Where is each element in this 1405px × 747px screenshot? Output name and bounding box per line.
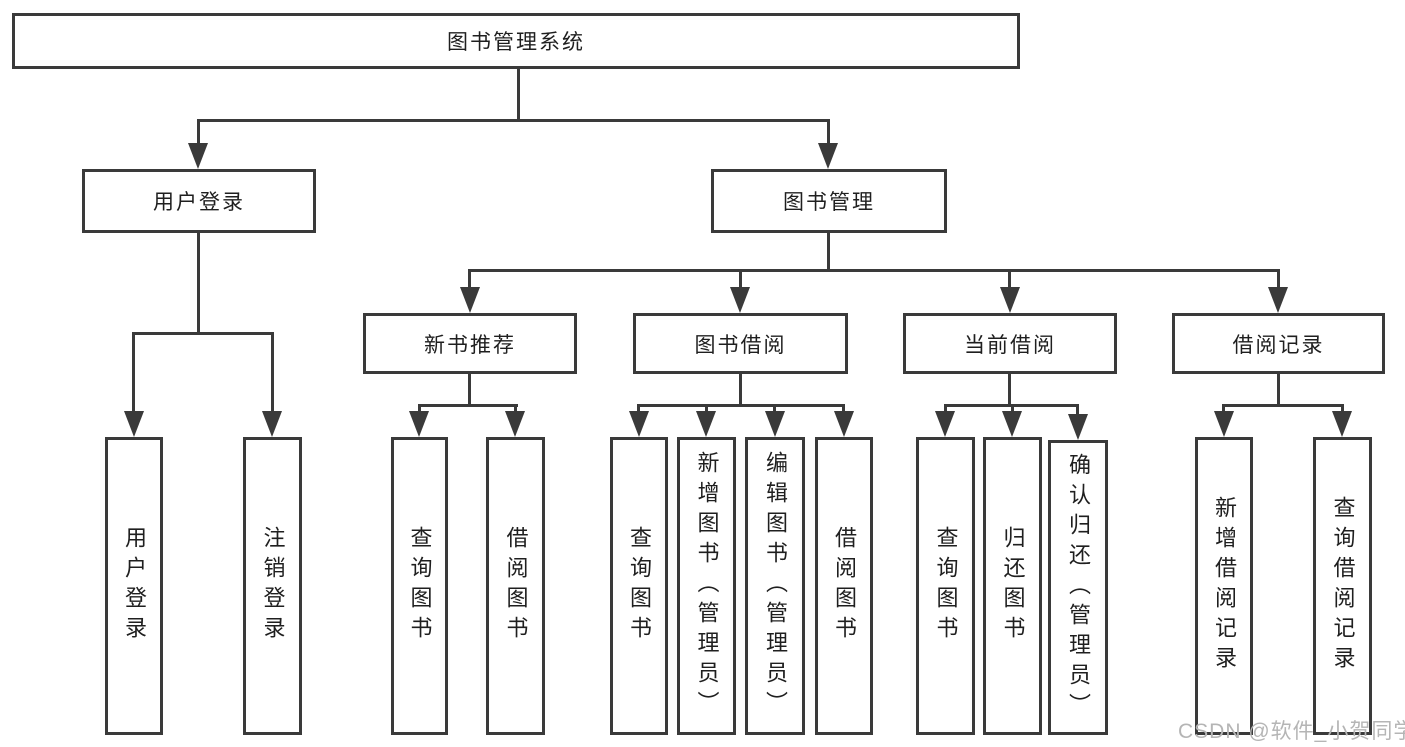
connector-line [739, 269, 742, 289]
node-label: 借阅图书 [503, 526, 529, 646]
leaf-confirm-return-admin: 确认归还（管理员） [1048, 440, 1108, 735]
node-label: 借阅记录 [1232, 333, 1325, 357]
connector-line [739, 373, 742, 407]
node-new-book-recommend: 新书推荐 [363, 313, 577, 374]
leaf-user-login: 用户登录 [105, 437, 163, 735]
connector-line [418, 404, 518, 407]
node-label: 查询图书 [407, 526, 433, 646]
arrow-down-icon [460, 287, 480, 313]
connector-line [842, 404, 845, 413]
node-label: 用户登录 [153, 191, 245, 214]
leaf-logout: 注销登录 [243, 437, 302, 735]
connector-line [132, 332, 274, 335]
watermark: CSDN @软件_小贺同学 [1178, 720, 1405, 743]
arrow-down-icon [1268, 287, 1288, 313]
connector-line [468, 269, 471, 289]
arrow-down-icon [1332, 411, 1352, 437]
connector-line [132, 332, 135, 413]
connector-line [1008, 373, 1011, 407]
arrow-down-icon [1002, 411, 1022, 437]
arrow-down-icon [1000, 287, 1020, 313]
node-label: 新书推荐 [424, 333, 516, 357]
connector-line [468, 269, 1280, 272]
connector-line [197, 119, 200, 145]
leaf-query-books-current: 查询图书 [916, 437, 975, 735]
node-label: 查询图书 [627, 526, 652, 646]
connector-line [271, 332, 274, 413]
arrow-down-icon [409, 411, 429, 437]
connector-line [827, 119, 830, 145]
node-book-management: 图书管理 [711, 169, 947, 233]
leaf-borrow-books-borrowing: 借阅图书 [815, 437, 873, 735]
node-label: 借阅图书 [832, 526, 857, 646]
node-label: 图书管理系统 [447, 31, 585, 54]
connector-line [517, 67, 520, 121]
node-label: 编辑图书（管理员） [763, 451, 788, 721]
node-label: 新增借阅记录 [1212, 496, 1237, 676]
leaf-query-books-recommend: 查询图书 [391, 437, 448, 735]
connector-line [944, 404, 947, 413]
connector-line [637, 404, 845, 407]
connector-line [1277, 373, 1280, 407]
node-label: 归还图书 [1000, 526, 1026, 646]
connector-line [1008, 269, 1011, 289]
leaf-borrow-books-recommend: 借阅图书 [486, 437, 545, 735]
node-book-borrowing: 图书借阅 [633, 313, 848, 374]
node-library-management-system: 图书管理系统 [12, 13, 1020, 69]
connector-line [1277, 269, 1280, 289]
arrow-down-icon [1068, 414, 1088, 440]
leaf-add-books-admin: 新增图书（管理员） [677, 437, 736, 735]
connector-line [1222, 404, 1225, 413]
arrow-down-icon [629, 411, 649, 437]
leaf-query-borrow-record: 查询借阅记录 [1313, 437, 1372, 735]
connector-line [827, 232, 830, 271]
connector-line [705, 404, 708, 413]
connector-line [637, 404, 640, 413]
arrow-down-icon [505, 411, 525, 437]
arrow-down-icon [730, 287, 750, 313]
node-label: 图书管理 [783, 191, 875, 214]
connector-line [418, 404, 421, 413]
connector-line [197, 119, 830, 122]
node-user-login: 用户登录 [82, 169, 316, 233]
node-label: 注销登录 [260, 526, 286, 646]
connector-line [468, 373, 471, 407]
arrow-down-icon [765, 411, 785, 437]
node-label: 当前借阅 [964, 333, 1056, 357]
arrow-down-icon [696, 411, 716, 437]
node-label: 新增图书（管理员） [694, 451, 720, 721]
connector-line [773, 404, 776, 413]
node-label: 图书借阅 [694, 333, 787, 357]
node-label: 确认归还（管理员） [1066, 452, 1091, 723]
leaf-return-books: 归还图书 [983, 437, 1042, 735]
arrow-down-icon [1214, 411, 1234, 437]
connector-line [1076, 404, 1079, 416]
arrow-down-icon [935, 411, 955, 437]
connector-line [514, 404, 517, 413]
node-label: 用户登录 [122, 526, 147, 646]
node-label: 查询图书 [933, 526, 959, 646]
leaf-edit-books-admin: 编辑图书（管理员） [745, 437, 805, 735]
node-borrowing-records: 借阅记录 [1172, 313, 1385, 374]
leaf-add-borrow-record: 新增借阅记录 [1195, 437, 1253, 735]
arrow-down-icon [262, 411, 282, 437]
leaf-query-books-borrowing: 查询图书 [610, 437, 668, 735]
connector-line [1341, 404, 1344, 413]
connector-line [1222, 404, 1344, 407]
node-current-borrowing: 当前借阅 [903, 313, 1117, 374]
arrow-down-icon [188, 143, 208, 169]
arrow-down-icon [818, 143, 838, 169]
node-label: 查询借阅记录 [1330, 496, 1356, 676]
connector-line [197, 232, 200, 334]
arrow-down-icon [124, 411, 144, 437]
arrow-down-icon [834, 411, 854, 437]
connector-line [1011, 404, 1014, 413]
